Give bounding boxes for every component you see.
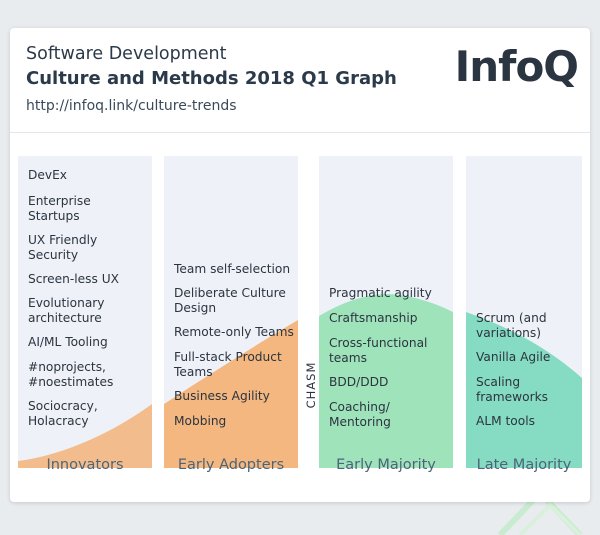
list-item: DevEx bbox=[28, 168, 68, 182]
list-item: Evolutionary architecture bbox=[28, 296, 105, 325]
list-item: ALM tools bbox=[476, 414, 535, 428]
adoption-curve-early-adopters bbox=[164, 320, 298, 468]
list-item: Vanilla Agile bbox=[476, 350, 551, 364]
list-item: AI/ML Tooling bbox=[28, 335, 108, 349]
column-label-late-majority: Late Majority bbox=[476, 457, 572, 473]
list-item: Pragmatic agility bbox=[329, 286, 432, 300]
list-item: Full-stack Product Teams bbox=[174, 350, 282, 379]
list-item: Screen-less UX bbox=[28, 272, 120, 286]
chasm-label: CHASM bbox=[304, 361, 318, 409]
column-label-innovators: Innovators bbox=[46, 457, 124, 473]
list-item: Enterprise Startups bbox=[28, 194, 91, 223]
list-item: Remote-only Teams bbox=[174, 325, 294, 339]
adoption-curve-early-majority bbox=[319, 294, 453, 468]
list-item: #noprojects, #noestimates bbox=[28, 360, 114, 389]
list-item: Deliberate Culture Design bbox=[174, 286, 286, 315]
column-late-majority: Scrum (and variations) Vanilla Agile Sca… bbox=[466, 156, 582, 468]
list-item: Team self-selection bbox=[174, 262, 291, 276]
list-item: Scrum (and variations) bbox=[476, 311, 547, 340]
list-item: Mobbing bbox=[174, 414, 227, 428]
column-innovators: DevEx Enterprise Startups UX Friendly Se… bbox=[18, 156, 152, 468]
list-item: Sociocracy, Holacracy bbox=[28, 399, 98, 428]
list-item: Coaching/ Mentoring bbox=[329, 400, 391, 429]
header: Software Development Culture and Methods… bbox=[10, 28, 590, 133]
infoq-logo: InfoQ bbox=[454, 42, 579, 91]
column-early-majority: Pragmatic agility Craftsmanship Cross-fu… bbox=[319, 156, 453, 468]
title-line-2: Culture and Methods 2018 Q1 Graph bbox=[26, 68, 397, 89]
adoption-curve-late-majority bbox=[466, 312, 582, 468]
list-item: Craftsmanship bbox=[329, 311, 418, 325]
column-label-early-adopters: Early Adopters bbox=[177, 457, 285, 473]
list-item: Business Agility bbox=[174, 389, 270, 403]
column-label-early-majority: Early Majority bbox=[336, 457, 436, 473]
title-line-1: Software Development bbox=[26, 44, 227, 64]
graph-card: Software Development Culture and Methods… bbox=[10, 28, 590, 502]
list-item: UX Friendly Security bbox=[28, 233, 98, 262]
source-url: http://infoq.link/culture-trends bbox=[26, 98, 237, 114]
list-item: Cross-functional teams bbox=[329, 336, 428, 365]
adoption-curve-innovators bbox=[18, 404, 152, 468]
column-early-adopters: Team self-selection Deliberate Culture D… bbox=[164, 156, 298, 468]
list-item: Scaling frameworks bbox=[476, 375, 548, 404]
list-item: BDD/DDD bbox=[329, 375, 389, 389]
